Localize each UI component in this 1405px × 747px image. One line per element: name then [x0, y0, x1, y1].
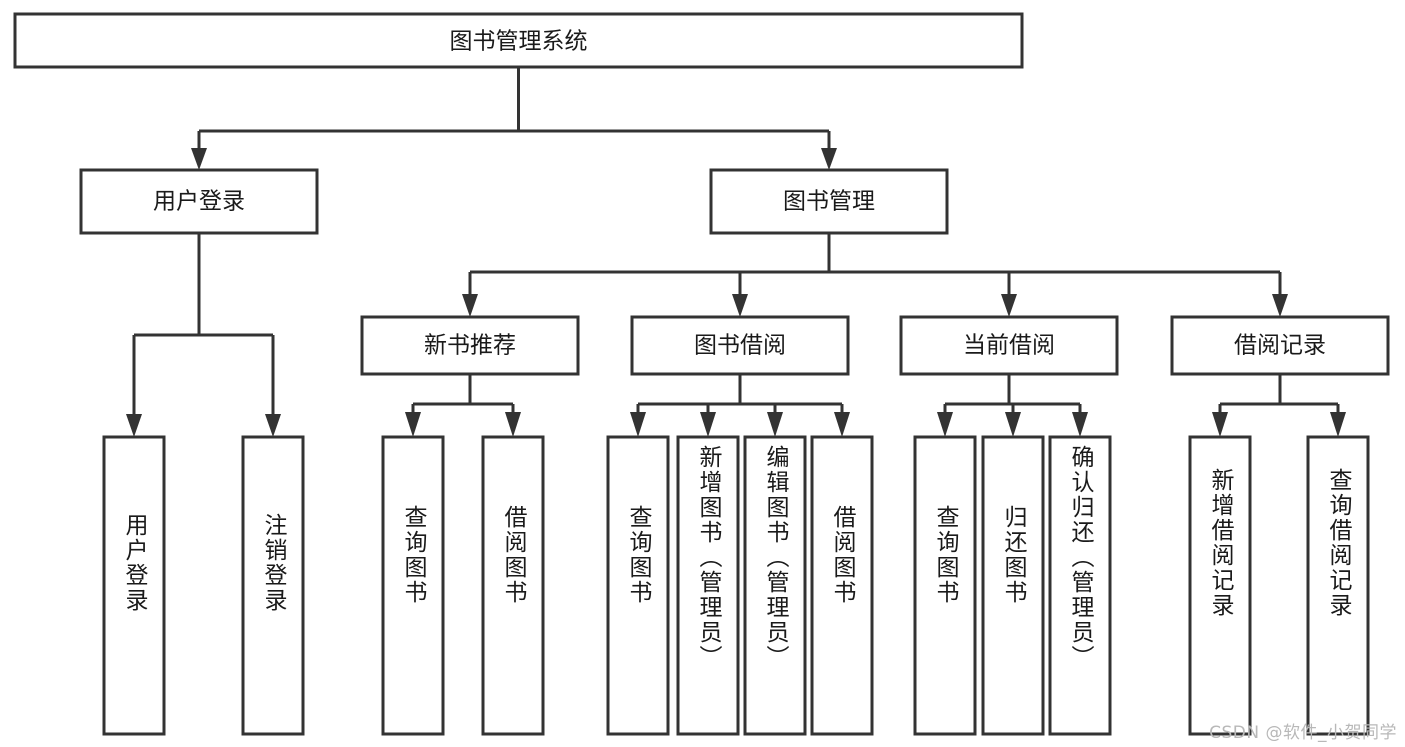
node-leaf-return-book-label: 归还图书	[1000, 505, 1028, 605]
node-leaf-user-logout-label: 注销登录	[260, 513, 288, 613]
arrow-head-current-borrow	[1001, 294, 1017, 317]
node-borrow-record[interactable]: 借阅记录	[1170, 315, 1390, 376]
arrow-head-book-management	[821, 148, 837, 170]
node-book-management-box[interactable]	[709, 168, 949, 235]
node-leaf-query-book-1-label: 查询图书	[400, 505, 428, 605]
node-leaf-confirm-return[interactable]: 确认归还（管理员）	[1048, 435, 1112, 736]
node-current-borrow-label: 当前借阅	[963, 333, 1055, 359]
node-borrow-record-box[interactable]	[1170, 315, 1390, 376]
node-leaf-query-book-2-label: 查询图书	[625, 505, 653, 605]
node-leaf-query-book-3[interactable]: 查询图书	[913, 435, 977, 736]
arrow-head-leaf-add-book	[700, 412, 716, 437]
node-borrow-record-label: 借阅记录	[1234, 333, 1326, 359]
node-user-login[interactable]: 用户登录	[79, 168, 319, 235]
node-leaf-add-book-label: 新增图书（管理员）	[695, 445, 723, 670]
node-leaf-add-record[interactable]: 新增借阅记录	[1188, 435, 1252, 736]
node-book-management-label: 图书管理	[783, 189, 875, 215]
node-leaf-add-book[interactable]: 新增图书（管理员）	[676, 435, 740, 736]
node-leaf-borrow-book-1-label: 借阅图书	[500, 505, 528, 605]
node-leaf-user-login[interactable]: 用户登录	[102, 435, 166, 736]
node-layer: 图书管理系统 用户登录 图书管理 新书推荐 图书借阅 当前	[13, 12, 1390, 736]
node-user-login-box[interactable]	[79, 168, 319, 235]
node-leaf-query-book-3-box[interactable]	[913, 435, 977, 736]
arrow-head-leaf-user-login	[126, 414, 142, 437]
node-leaf-query-book-3-label: 查询图书	[932, 505, 960, 605]
arrow-head-leaf-query-book-1	[405, 412, 421, 437]
arrow-head-leaf-query-record	[1330, 412, 1346, 437]
arrow-head-leaf-query-book-2	[630, 412, 646, 437]
node-leaf-add-book-box[interactable]	[676, 435, 740, 736]
node-leaf-user-logout-box[interactable]	[241, 435, 305, 736]
arrow-head-user-login	[191, 148, 207, 170]
connector-layer	[126, 67, 1346, 437]
node-leaf-confirm-return-label: 确认归还（管理员）	[1067, 445, 1095, 670]
node-book-management[interactable]: 图书管理	[709, 168, 949, 235]
arrow-head-leaf-borrow-book-2	[834, 412, 850, 437]
node-leaf-add-record-label: 新增借阅记录	[1207, 468, 1235, 618]
node-book-borrow-label: 图书借阅	[694, 333, 786, 359]
node-user-login-label: 用户登录	[153, 189, 245, 215]
node-leaf-borrow-book-2[interactable]: 借阅图书	[810, 435, 874, 736]
node-leaf-user-login-box[interactable]	[102, 435, 166, 736]
node-leaf-return-book-box[interactable]	[981, 435, 1045, 736]
node-leaf-confirm-return-box[interactable]	[1048, 435, 1112, 736]
arrow-head-new-book-recommend	[462, 294, 478, 317]
node-leaf-query-book-1-box[interactable]	[381, 435, 445, 736]
node-new-book-recommend-label: 新书推荐	[424, 333, 516, 359]
node-leaf-edit-book-box[interactable]	[743, 435, 807, 736]
node-leaf-query-record[interactable]: 查询借阅记录	[1306, 435, 1370, 736]
arrow-head-leaf-edit-book	[767, 412, 783, 437]
node-leaf-add-record-box[interactable]	[1188, 435, 1252, 736]
arrow-head-leaf-query-book-3	[937, 412, 953, 437]
node-new-book-recommend[interactable]: 新书推荐	[360, 315, 580, 376]
arrow-head-leaf-confirm-return	[1072, 412, 1088, 437]
node-book-borrow-box[interactable]	[630, 315, 850, 376]
node-current-borrow-box[interactable]	[899, 315, 1119, 376]
node-leaf-query-book-1[interactable]: 查询图书	[381, 435, 445, 736]
node-leaf-query-record-box[interactable]	[1306, 435, 1370, 736]
node-leaf-borrow-book-2-label: 借阅图书	[829, 505, 857, 605]
node-root-label: 图书管理系统	[450, 29, 588, 55]
node-book-borrow[interactable]: 图书借阅	[630, 315, 850, 376]
node-leaf-edit-book-label: 编辑图书（管理员）	[762, 445, 790, 670]
node-leaf-user-logout[interactable]: 注销登录	[241, 435, 305, 736]
node-root-box[interactable]	[13, 12, 1024, 69]
node-leaf-user-login-label: 用户登录	[121, 513, 149, 613]
arrow-head-leaf-return-book	[1005, 412, 1021, 437]
arrow-head-book-borrow	[732, 294, 748, 317]
node-leaf-borrow-book-1[interactable]: 借阅图书	[481, 435, 545, 736]
arrow-head-leaf-user-logout	[265, 414, 281, 437]
node-leaf-borrow-book-1-box[interactable]	[481, 435, 545, 736]
arrow-head-leaf-borrow-book-1	[505, 412, 521, 437]
node-leaf-query-record-label: 查询借阅记录	[1325, 468, 1353, 618]
node-new-book-recommend-box[interactable]	[360, 315, 580, 376]
arrow-head-borrow-record	[1272, 294, 1288, 317]
node-leaf-query-book-2-box[interactable]	[606, 435, 670, 736]
node-leaf-query-book-2[interactable]: 查询图书	[606, 435, 670, 736]
node-leaf-borrow-book-2-box[interactable]	[810, 435, 874, 736]
arrow-head-leaf-add-record	[1212, 412, 1228, 437]
node-current-borrow[interactable]: 当前借阅	[899, 315, 1119, 376]
node-leaf-return-book[interactable]: 归还图书	[981, 435, 1045, 736]
node-root[interactable]: 图书管理系统	[13, 12, 1024, 69]
node-leaf-edit-book[interactable]: 编辑图书（管理员）	[743, 435, 807, 736]
